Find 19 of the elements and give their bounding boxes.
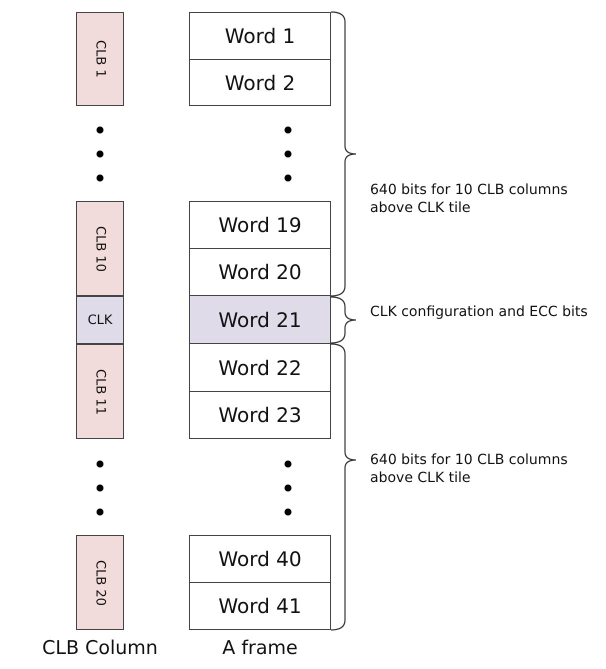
brace-note: CLK configuration and ECC bits bbox=[370, 303, 589, 321]
brace-note: 640 bits for 10 CLB columns above CLK tile bbox=[370, 181, 569, 217]
frame-word-row: Word 2 bbox=[189, 59, 331, 106]
frame-word-row: Word 19 bbox=[189, 201, 331, 249]
clb-tile: CLB 20 bbox=[76, 535, 124, 630]
clb-tile: CLB 11 bbox=[76, 344, 124, 439]
column-caption: CLB Column bbox=[41, 637, 159, 659]
frame-word-row: Word 1 bbox=[189, 12, 331, 60]
brace-note: 640 bits for 10 CLB columns above CLK tile bbox=[370, 451, 569, 487]
frame-word-row: Word 41 bbox=[189, 582, 331, 630]
column-caption: A frame bbox=[221, 637, 299, 659]
frame-word-row: Word 23 bbox=[189, 391, 331, 439]
frame-word-row: Word 40 bbox=[189, 535, 331, 583]
clb-tile: CLB 1 bbox=[76, 12, 124, 106]
frame-word-row: Word 21 bbox=[189, 295, 331, 344]
frame-word-row: Word 22 bbox=[189, 343, 331, 392]
clock-tile: CLK bbox=[76, 296, 124, 344]
clb-tile: CLB 10 bbox=[76, 201, 124, 296]
frame-word-row: Word 20 bbox=[189, 248, 331, 296]
